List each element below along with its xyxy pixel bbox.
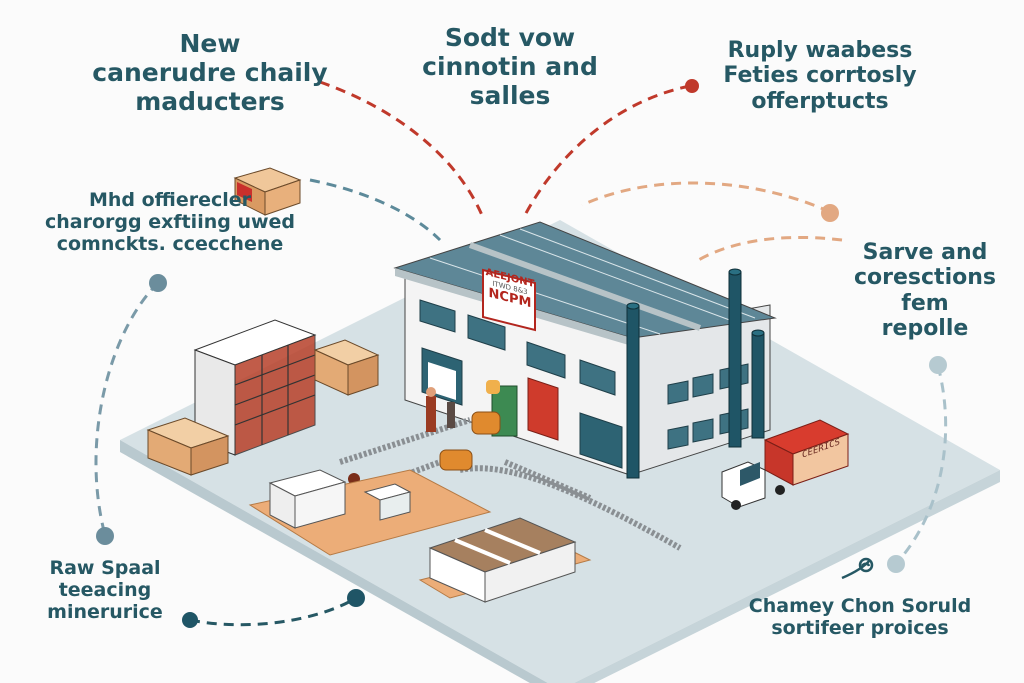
factory-sign — [482, 268, 536, 332]
connector-dots — [96, 79, 947, 628]
label-top-left: New canerudre chaily maducters — [92, 29, 328, 116]
connector-left-arc — [94, 281, 160, 536]
connector-lines — [94, 80, 948, 627]
dot-bottom-left-start — [347, 589, 365, 607]
cardboard-boxes — [146, 339, 380, 476]
dot-bottom-left-end — [182, 612, 198, 628]
connector-top-right — [523, 84, 691, 216]
label-top-center: Sodt vow cinnotin and salles — [422, 23, 598, 110]
connector-top-left — [319, 80, 486, 221]
dot-right-lower — [887, 555, 905, 573]
connector-right-arc — [893, 365, 948, 567]
label-bottom-right: Chamey Chon Soruld sortifeer proices — [748, 595, 972, 639]
dot-left-lower — [96, 527, 114, 545]
connector-bottom-left — [189, 596, 357, 627]
dot-right-mid — [929, 356, 947, 374]
connector-right-lower — [694, 235, 843, 264]
loading-door — [579, 412, 623, 469]
label-mid-left: Mhd offierecler charorgg exftiing uwed c… — [44, 189, 296, 255]
crate-icon — [233, 167, 302, 216]
quill-icon — [841, 557, 874, 580]
chimneys — [626, 268, 765, 479]
red-door — [527, 377, 559, 441]
storage-container — [418, 517, 592, 603]
dot-right-upper — [821, 204, 839, 222]
label-bottom-left: Raw Spaal teeacing minerurice — [47, 557, 163, 623]
connector-right-upper — [581, 181, 831, 214]
storage-rack — [193, 319, 317, 456]
label-top-right: Ruply waabess Feties corrtosly offerptuc… — [723, 38, 917, 114]
connector-mid-left — [309, 178, 442, 242]
machine-platform — [248, 469, 492, 556]
label-mid-right: Sarve and coresctions fem repolle — [854, 240, 996, 341]
delivery-truck — [721, 419, 850, 510]
goods-pile — [439, 380, 518, 471]
dot-top-right — [685, 79, 699, 93]
dot-left-upper — [149, 274, 167, 292]
